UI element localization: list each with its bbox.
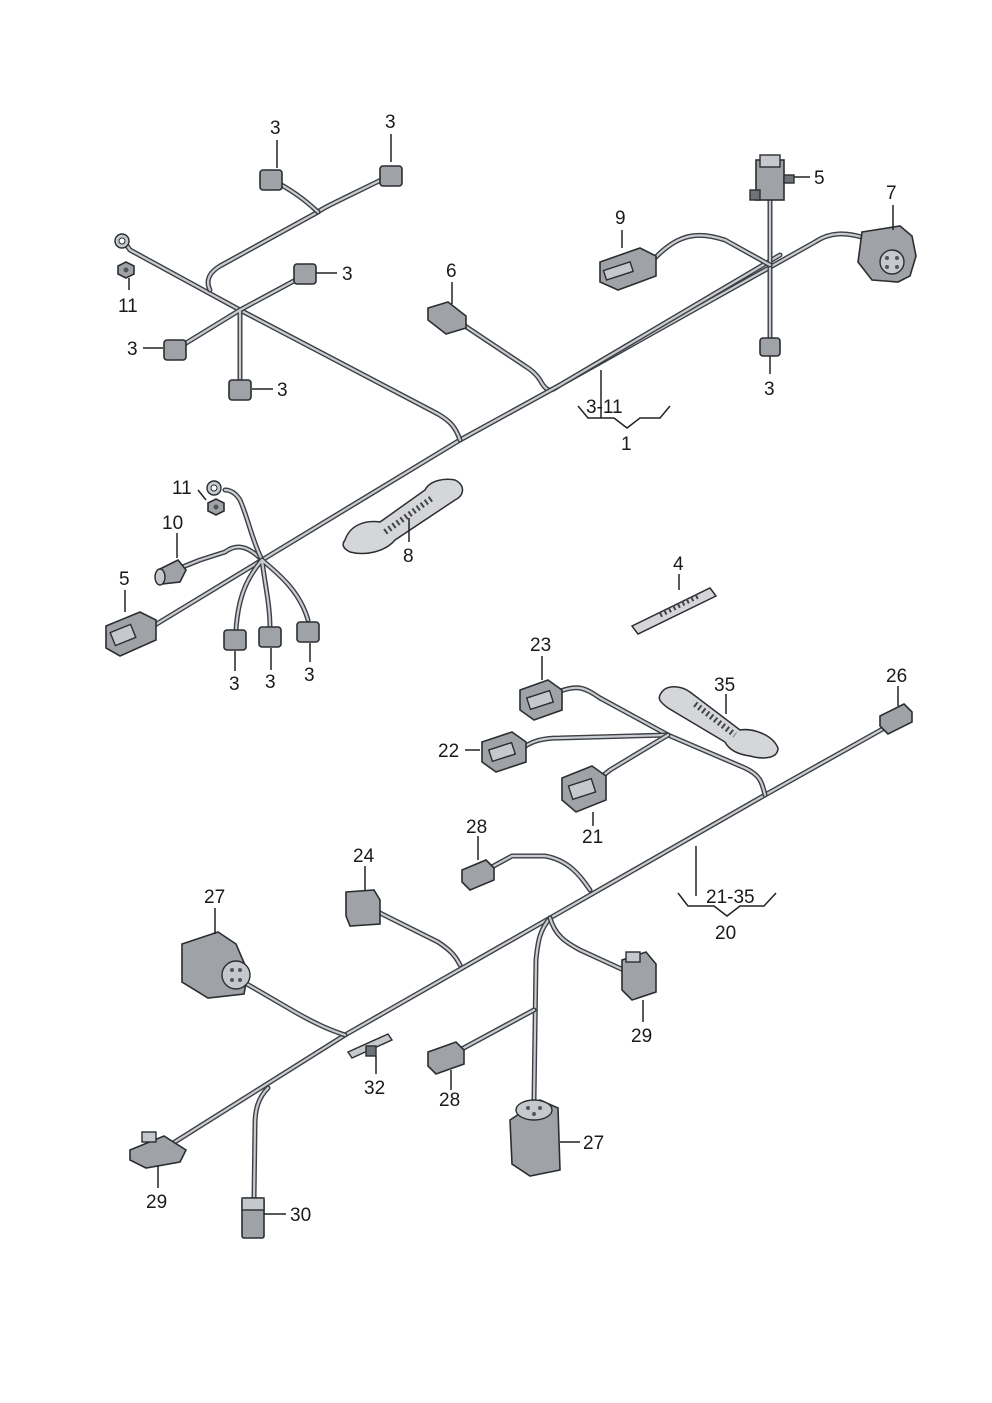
connector-29-right[interactable] (621, 951, 657, 1001)
nut-11-lower[interactable] (207, 498, 225, 516)
label-5: 5 (814, 168, 825, 189)
connector-28-lower[interactable] (427, 1041, 465, 1075)
connector-27-left[interactable] (181, 931, 251, 999)
connector-10[interactable] (154, 558, 187, 586)
label-4: 4 (673, 554, 684, 575)
plug-3-left[interactable] (163, 339, 187, 361)
connector-28-top[interactable] (461, 859, 495, 891)
label-26: 26 (886, 666, 907, 687)
label-6: 6 (446, 261, 457, 282)
nut-11-top[interactable] (117, 261, 135, 279)
label-11: 11 (172, 478, 192, 499)
label-28: 28 (439, 1090, 460, 1111)
clip-32[interactable] (346, 1033, 394, 1059)
connector-7[interactable] (857, 225, 917, 283)
connector-22[interactable] (481, 731, 527, 773)
harness-1-wires (122, 175, 868, 633)
label-35: 35 (714, 675, 735, 696)
label-27: 27 (583, 1133, 604, 1154)
label-20: 20 (715, 923, 736, 944)
plug-3-bottom-b[interactable] (258, 626, 282, 648)
label-32: 32 (364, 1078, 385, 1099)
connector-26[interactable] (879, 703, 913, 735)
label-3: 3 (265, 672, 276, 693)
connector-9[interactable] (599, 247, 657, 291)
connector-30[interactable] (241, 1197, 265, 1239)
label-3: 3 (229, 674, 240, 695)
part-labels: 3 3 3 3 3 3 5 7 9 6 11 3-11 1 11 10 5 8 … (118, 112, 907, 1226)
plug-3-bottom-a[interactable] (223, 629, 247, 651)
label-range-3-11: 3-11 (586, 397, 623, 418)
plug-3-top-right[interactable] (379, 165, 403, 187)
label-11: 11 (118, 296, 138, 317)
label-21: 21 (582, 827, 603, 848)
ring-terminal-lower[interactable] (206, 480, 222, 496)
label-8: 8 (403, 546, 414, 567)
label-24: 24 (353, 846, 375, 867)
connector-23[interactable] (519, 679, 563, 721)
label-3: 3 (270, 118, 281, 139)
label-3: 3 (342, 264, 353, 285)
plug-3-lower[interactable] (228, 379, 252, 401)
plug-3-bottom-c[interactable] (296, 621, 320, 643)
plug-3-mid[interactable] (293, 263, 317, 285)
connector-6[interactable] (427, 301, 467, 335)
label-9: 9 (615, 208, 626, 229)
sleeve-35[interactable] (658, 686, 779, 759)
label-22: 22 (438, 741, 459, 762)
label-3: 3 (277, 380, 288, 401)
label-23: 23 (530, 635, 551, 656)
harness-20 (129, 679, 913, 1239)
label-7: 7 (886, 183, 897, 204)
label-29: 29 (631, 1026, 652, 1047)
connector-21[interactable] (561, 765, 607, 813)
harness-1 (105, 154, 917, 657)
label-3: 3 (127, 339, 138, 360)
ring-terminal-top[interactable] (114, 233, 130, 249)
sleeve-8[interactable] (342, 478, 464, 555)
leader-lines (124, 134, 899, 1215)
connector-27-bottom[interactable] (509, 1099, 561, 1177)
tube-4[interactable] (630, 587, 718, 635)
plug-3-bottom-right[interactable] (759, 337, 781, 357)
label-3: 3 (304, 665, 315, 686)
connector-24[interactable] (345, 889, 381, 927)
label-10: 10 (162, 513, 183, 534)
plug-3-top-left[interactable] (259, 169, 283, 191)
connector-29-left[interactable] (129, 1131, 188, 1169)
label-27: 27 (204, 887, 225, 908)
label-5: 5 (119, 569, 130, 590)
label-3: 3 (385, 112, 396, 133)
label-30: 30 (290, 1205, 311, 1226)
label-29: 29 (146, 1192, 167, 1213)
label-1: 1 (621, 434, 632, 455)
label-range-21-35: 21-35 (706, 887, 755, 908)
label-28: 28 (466, 817, 487, 838)
connector-5-lower[interactable] (105, 611, 157, 657)
connector-5-top[interactable] (749, 154, 795, 201)
label-3: 3 (764, 379, 775, 400)
